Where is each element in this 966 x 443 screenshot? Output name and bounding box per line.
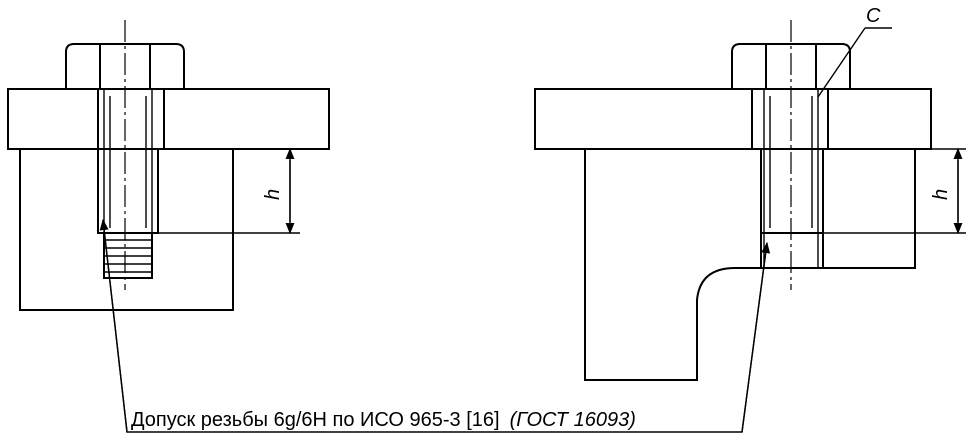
caption-prefix: Допуск резьбы 6g/6H по ИСО 965-3 [16] <box>131 409 500 431</box>
c-label: C <box>866 5 881 27</box>
left-base-block <box>19 148 234 311</box>
left-h-label: h <box>262 189 284 200</box>
thread-tolerance-caption: Допуск резьбы 6g/6H по ИСО 965-3 [16] (Г… <box>131 409 636 431</box>
right-bolt <box>731 20 851 290</box>
thread-tolerance-leaders <box>99 218 771 433</box>
right-leader-c: C <box>817 5 892 98</box>
right-assembly: h C <box>534 5 966 381</box>
right-top-plate <box>534 88 932 150</box>
right-h-label: h <box>930 189 952 200</box>
caption-suffix: (ГОСТ 16093) <box>510 409 636 431</box>
left-top-plate <box>7 88 330 150</box>
left-bolt <box>65 20 185 290</box>
right-base-block <box>584 148 916 381</box>
right-dimension-h: h <box>823 147 966 235</box>
left-assembly: h <box>7 20 330 311</box>
left-dimension-h: h <box>152 147 300 235</box>
